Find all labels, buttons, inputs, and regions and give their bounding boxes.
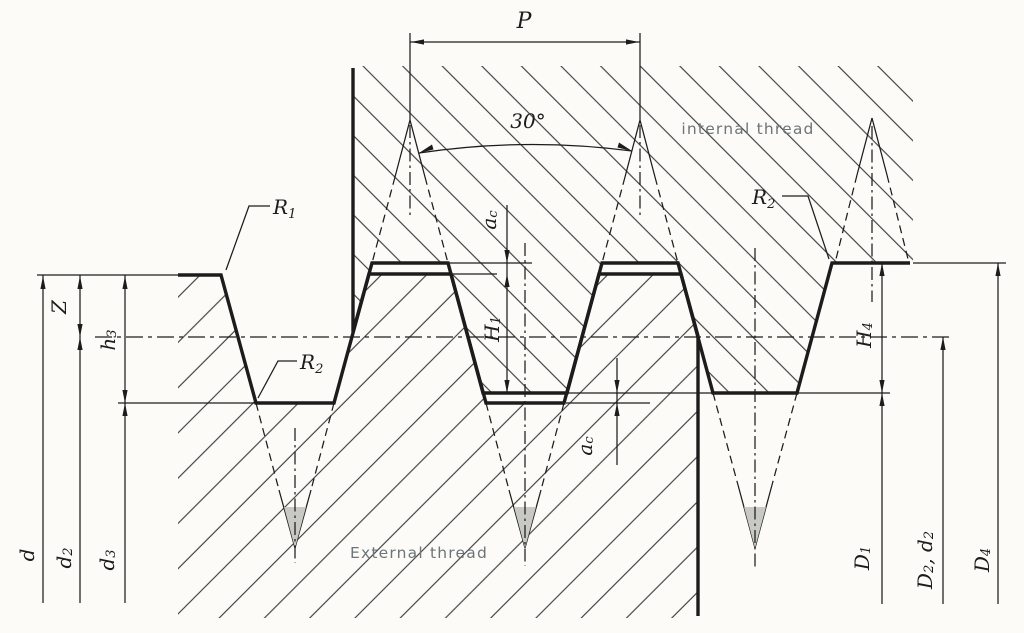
label-d: d <box>15 549 39 562</box>
dimension-thread-angle: 30° <box>418 109 633 154</box>
internal-thread-section-hatch <box>353 66 913 393</box>
dimension-pitch: P <box>409 9 641 120</box>
label-thread-angle: 30° <box>510 109 545 133</box>
label-D2-d2: D2, d2 <box>913 531 937 590</box>
label-h4: H4 <box>852 322 876 349</box>
label-r1: R1 <box>272 195 296 222</box>
label-h3: h3 <box>96 329 120 350</box>
label-external-thread: External thread <box>350 544 488 562</box>
label-ac-lower: ac <box>573 436 597 456</box>
label-h1: H1 <box>480 316 504 343</box>
label-internal-thread: internal thread <box>681 120 814 138</box>
thread-profile-outline <box>178 68 910 616</box>
dimension-ac-lower: ac <box>573 358 620 465</box>
label-z: Z <box>47 299 71 315</box>
extension-lines <box>37 262 1006 404</box>
material-sections <box>178 66 913 618</box>
leader-r1: R1 <box>225 195 296 271</box>
label-ac-upper: ac <box>477 210 501 230</box>
dimension-ac-upper-and-h1: ac H1 <box>477 205 510 393</box>
label-D4: D4 <box>970 548 994 573</box>
leader-r2-right: R2 <box>751 185 830 260</box>
label-r2-right: R2 <box>751 185 775 212</box>
dimension-left-diameters: Z h3 d d2 d3 <box>15 275 128 603</box>
internal-thread-profile <box>351 68 910 395</box>
external-thread-section-hatch <box>178 274 698 618</box>
apex-centerlines <box>294 125 873 570</box>
label-d3: d3 <box>95 549 119 570</box>
label-pitch: P <box>516 9 533 34</box>
fundamental-triangle-zigzag <box>255 117 910 549</box>
label-r2-left: R2 <box>299 350 323 377</box>
label-d2: d2 <box>52 547 76 568</box>
dimension-right-diameters: H4 D1 D2, d2 D4 <box>850 263 1001 604</box>
construction-lines <box>37 117 1006 570</box>
leader-r2-left: R2 <box>257 350 323 399</box>
label-D1: D1 <box>850 546 874 571</box>
